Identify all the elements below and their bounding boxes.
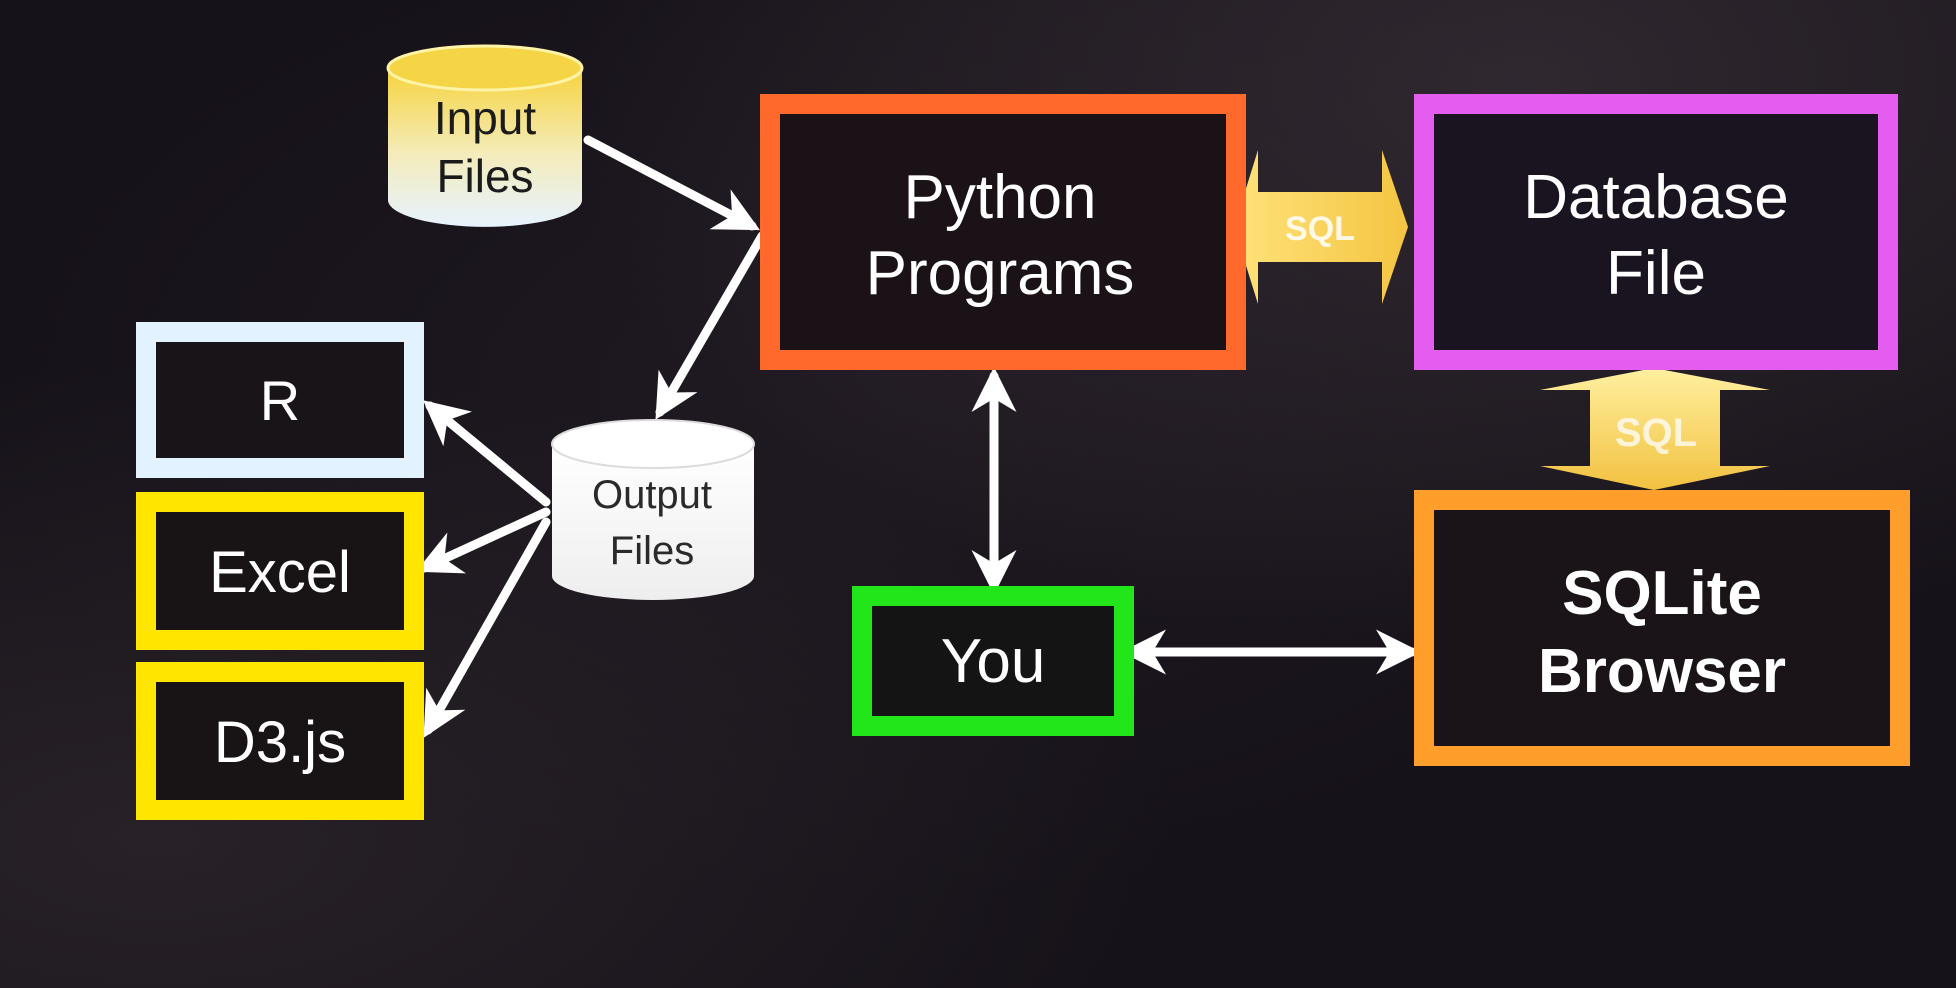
arrow-output-to-d3 [423,517,551,738]
input-files-node: Input Files [386,44,584,227]
sql-label-vertical: SQL [1615,411,1697,455]
arrow-output-to-r [423,400,551,507]
output-files-label-line2: Files [610,529,694,573]
input-files-label-line1: Input [434,92,537,144]
arrow-input-to-python [583,135,760,231]
r-node: R [136,322,424,478]
connector-arrows [415,135,1421,738]
excel-node: Excel [136,492,424,650]
arrow-output-to-excel [415,507,551,574]
d3-label: D3.js [214,710,346,775]
database-file-node: Database File [1414,94,1898,370]
database-file-label-line2: File [1606,239,1706,308]
output-files-node: Output Files [551,419,755,600]
sql-label-horizontal: SQL [1285,210,1355,248]
sql-arrow-python-database: SQL [1234,150,1408,304]
python-programs-node: Python Programs [760,94,1246,370]
excel-label: Excel [209,540,351,605]
python-programs-label-line2: Programs [866,239,1135,308]
d3-node: D3.js [136,662,424,820]
sqlite-browser-label-line1: SQLite [1562,559,1762,628]
you-label: You [941,627,1046,696]
python-programs-label-line1: Python [903,163,1096,232]
sql-arrow-database-browser: SQL [1540,368,1770,490]
sqlite-browser-label-line2: Browser [1538,637,1786,706]
database-file-label-line1: Database [1523,163,1788,232]
r-label: R [260,369,300,432]
input-files-label-line2: Files [436,150,533,202]
arrow-python-to-output [655,231,767,420]
sqlite-browser-node: SQLite Browser [1414,490,1910,766]
you-node: You [852,586,1134,736]
output-files-label-line1: Output [592,473,712,517]
